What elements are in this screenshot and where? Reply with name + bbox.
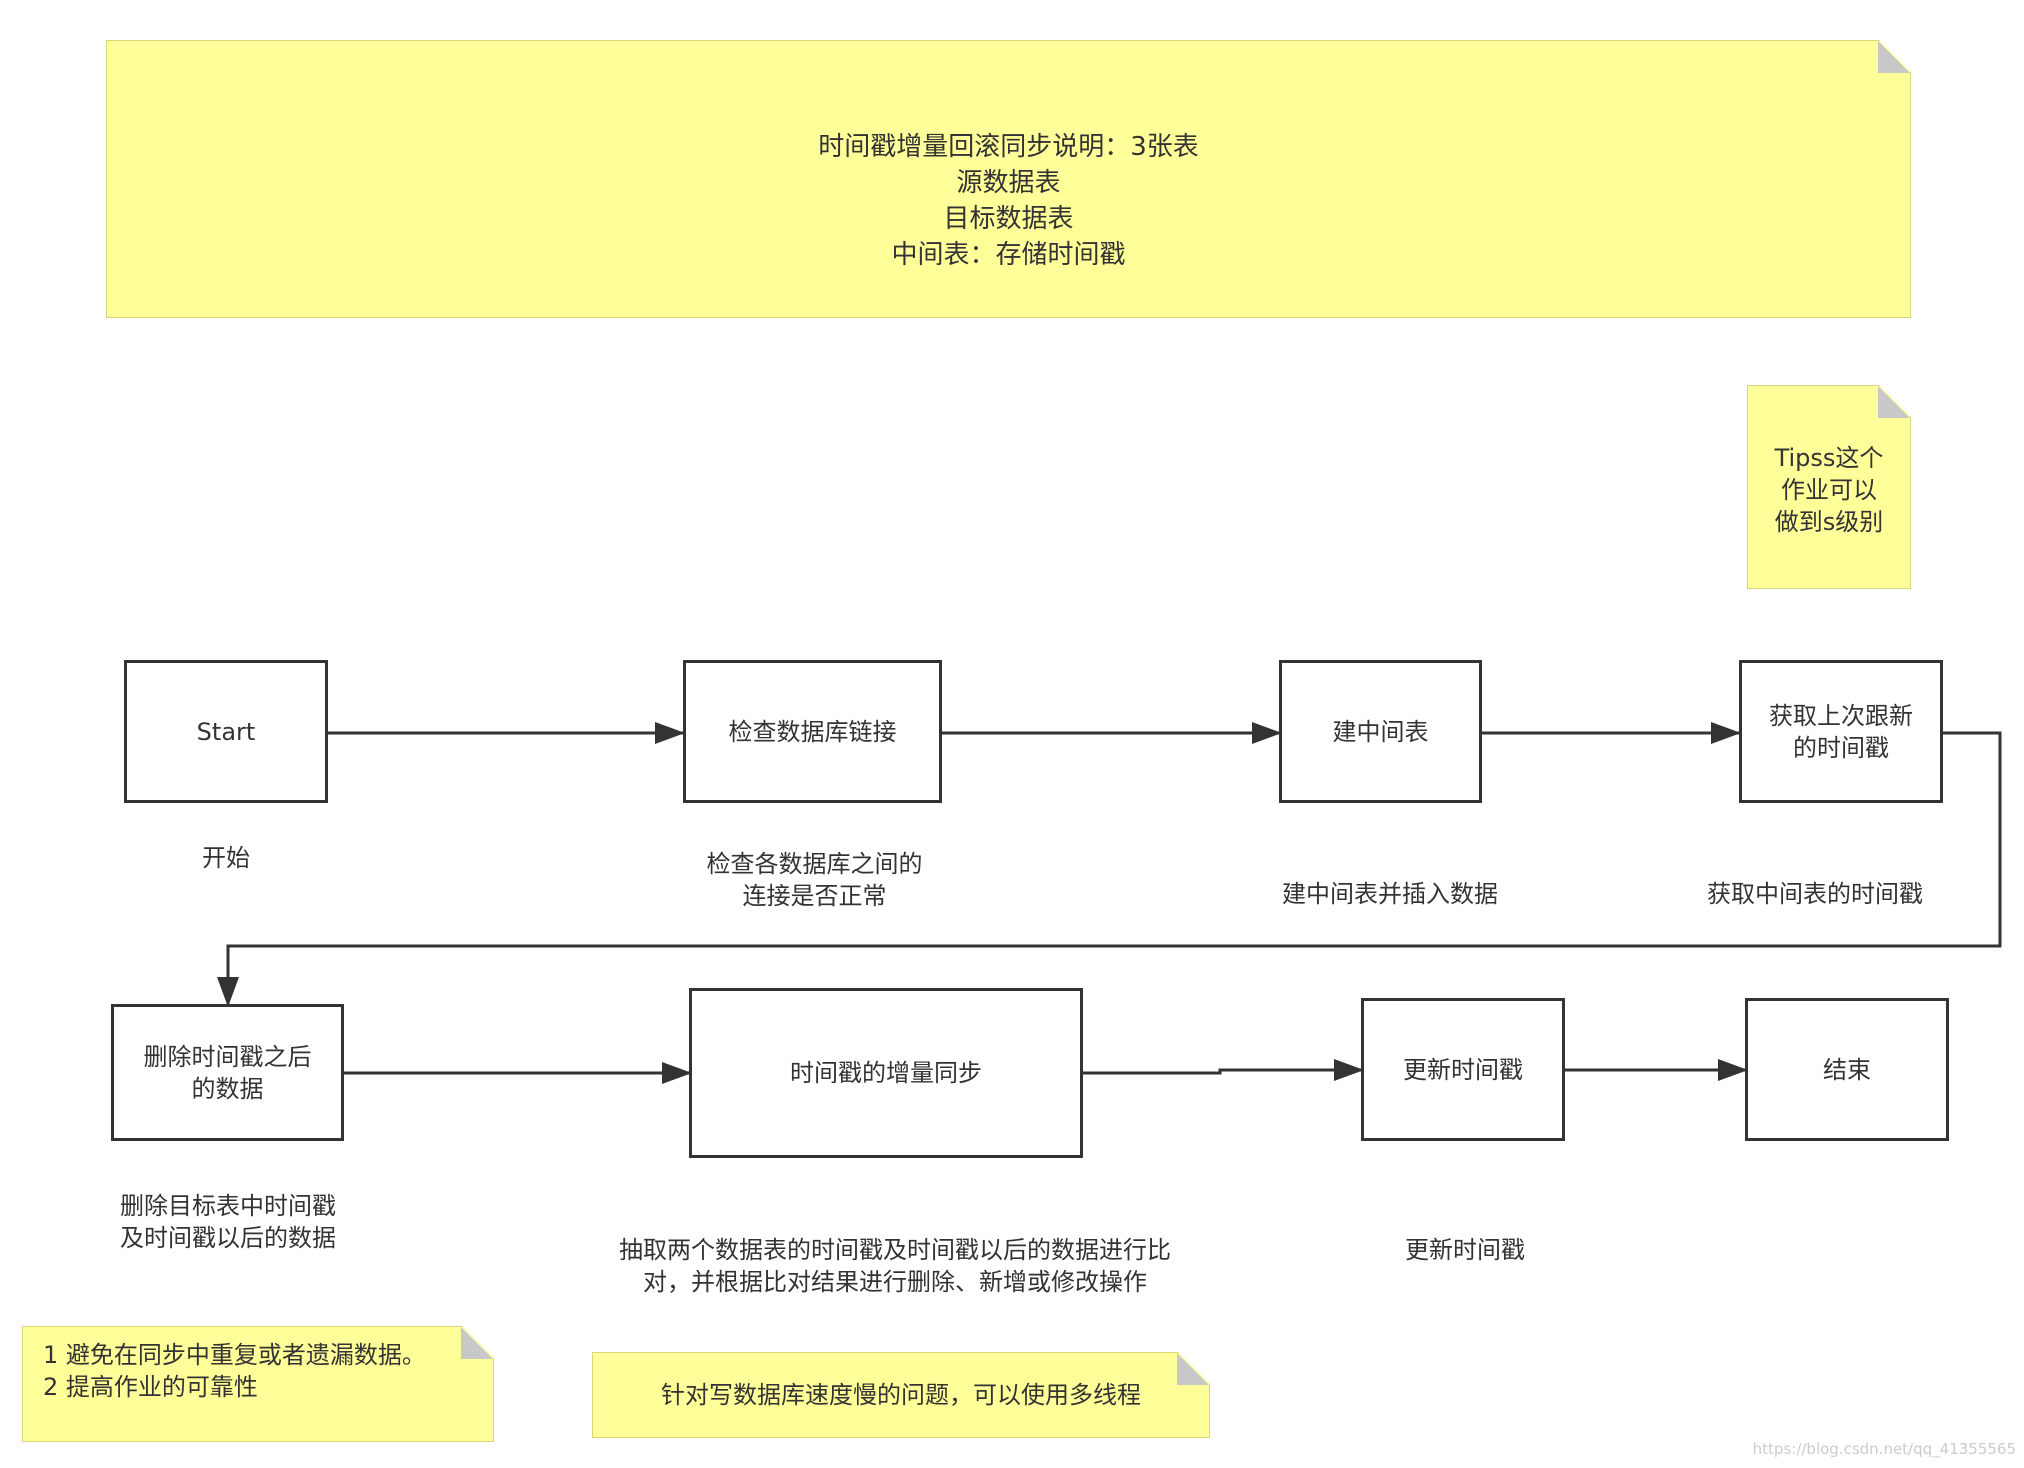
process-get-timestamp[interactable]: 获取上次跟新 的时间戳 (1739, 660, 1943, 803)
desc-check-db: 检查各数据库之间的 连接是否正常 (706, 850, 923, 910)
process-end[interactable]: 结束 (1745, 998, 1949, 1141)
process-build-table[interactable]: 建中间表 (1279, 660, 1482, 803)
process-start[interactable]: Start (124, 660, 328, 803)
multithread-note: 针对写数据库速度慢的问题，可以使用多线程 (592, 1352, 1210, 1438)
goals-note-text: 1 避免在同步中重复或者遗漏数据。 2 提高作业的可靠性 (43, 1341, 426, 1401)
header-note: 时间戳增量回滚同步说明：3张表 源数据表 目标数据表 中间表：存储时间戳 (106, 40, 1911, 318)
multithread-note-text: 针对写数据库速度慢的问题，可以使用多线程 (661, 1381, 1141, 1409)
desc-delete-after: 删除目标表中时间戳 及时间戳以后的数据 (120, 1192, 336, 1252)
tips-note-text: Tipss这个 作业可以 做到s级别 (1774, 444, 1884, 536)
process-incremental-sync[interactable]: 时间戳的增量同步 (689, 988, 1083, 1158)
process-update-timestamp[interactable]: 更新时间戳 (1361, 998, 1565, 1141)
process-delete-after[interactable]: 删除时间戳之后 的数据 (111, 1004, 344, 1141)
desc-update-timestamp: 更新时间戳 (1405, 1236, 1525, 1264)
connector-gettime-to-delete (217, 731, 2002, 1007)
goals-note: 1 避免在同步中重复或者遗漏数据。 2 提高作业的可靠性 (22, 1326, 494, 1442)
desc-get-timestamp: 获取中间表的时间戳 (1707, 880, 1923, 908)
connector-sync-to-update (1083, 1059, 1364, 1081)
header-note-text: 时间戳增量回滚同步说明：3张表 源数据表 目标数据表 中间表：存储时间戳 (818, 132, 1199, 270)
desc-build-table: 建中间表并插入数据 (1282, 880, 1498, 908)
tips-note: Tipss这个 作业可以 做到s级别 (1747, 385, 1911, 589)
watermark: https://blog.csdn.net/qq_41355565 (1752, 1440, 2016, 1458)
desc-start: 开始 (202, 844, 250, 872)
desc-incremental-sync: 抽取两个数据表的时间戳及时间戳以后的数据进行比 对，并根据比对结果进行删除、新增… (619, 1236, 1171, 1296)
process-check-db[interactable]: 检查数据库链接 (683, 660, 942, 803)
